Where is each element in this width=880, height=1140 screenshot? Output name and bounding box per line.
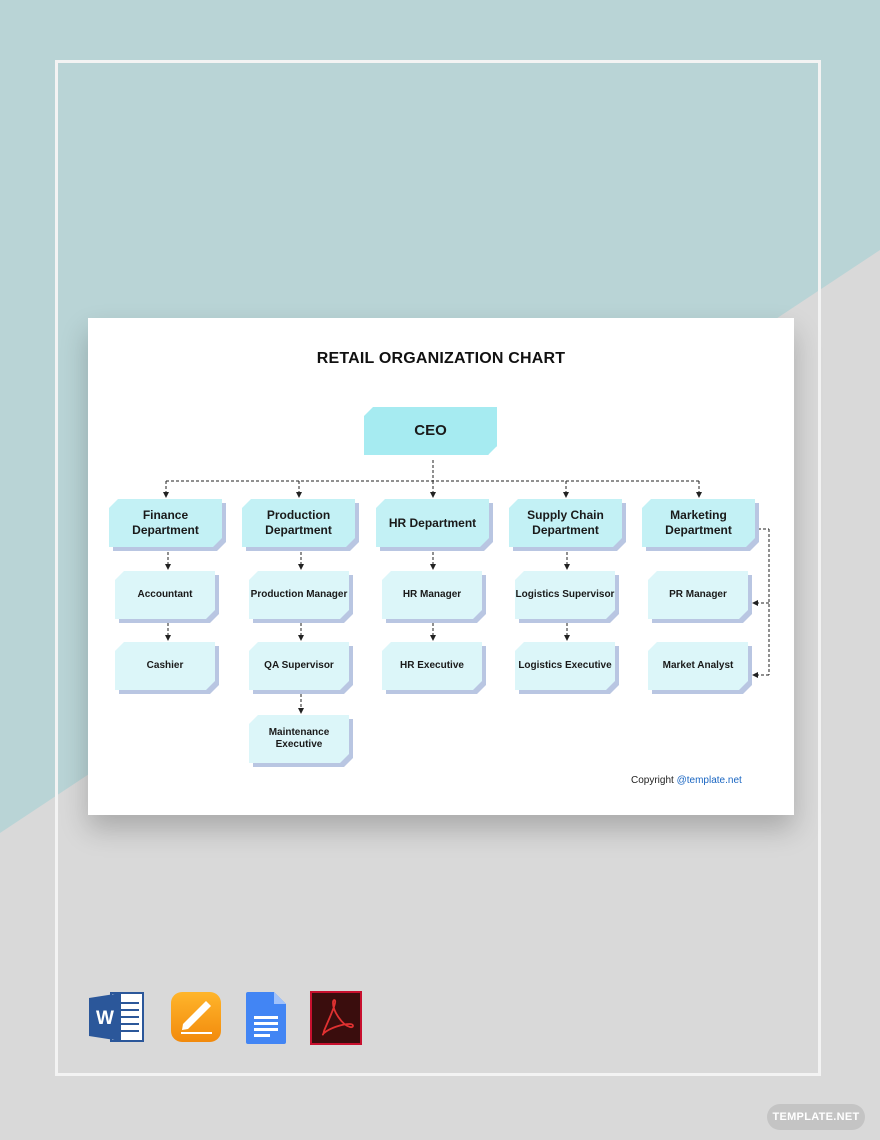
node-hr-department: HR Department bbox=[376, 499, 489, 547]
copyright-label: Copyright bbox=[631, 775, 674, 786]
pdf-icon[interactable] bbox=[310, 991, 362, 1045]
node-production-department: Production Department bbox=[242, 499, 355, 547]
node-accountant: Accountant bbox=[115, 571, 215, 619]
node-finance-department: Finance Department bbox=[109, 499, 222, 547]
node-market-analyst: Market Analyst bbox=[648, 642, 748, 690]
node-supply-chain-department: Supply Chain Department bbox=[509, 499, 622, 547]
word-icon[interactable]: W bbox=[89, 991, 145, 1043]
google-docs-icon[interactable] bbox=[244, 991, 288, 1045]
frame-border bbox=[55, 60, 821, 1076]
copyright-link[interactable]: @template.net bbox=[676, 775, 742, 786]
node-cashier: Cashier bbox=[115, 642, 215, 690]
connector-lines bbox=[163, 460, 770, 714]
copyright-note: Copyright @template.net bbox=[631, 775, 742, 786]
node-ceo: CEO bbox=[364, 407, 497, 455]
template-net-badge[interactable]: TEMPLATE.NET bbox=[767, 1104, 865, 1130]
node-logistics-supervisor: Logistics Supervisor bbox=[515, 571, 615, 619]
node-hr-executive: HR Executive bbox=[382, 642, 482, 690]
node-maintenance-executive: Maintenance Executive bbox=[249, 715, 349, 763]
node-hr-manager: HR Manager bbox=[382, 571, 482, 619]
node-logistics-executive: Logistics Executive bbox=[515, 642, 615, 690]
node-production-manager: Production Manager bbox=[249, 571, 349, 619]
svg-text:W: W bbox=[96, 1008, 114, 1029]
document-preview: RETAIL ORGANIZATION CHART bbox=[88, 318, 794, 815]
node-pr-manager: PR Manager bbox=[648, 571, 748, 619]
pages-icon[interactable] bbox=[170, 991, 222, 1043]
node-qa-supervisor: QA Supervisor bbox=[249, 642, 349, 690]
chart-title: RETAIL ORGANIZATION CHART bbox=[316, 350, 566, 367]
node-marketing-department: Marketing Department bbox=[642, 499, 755, 547]
